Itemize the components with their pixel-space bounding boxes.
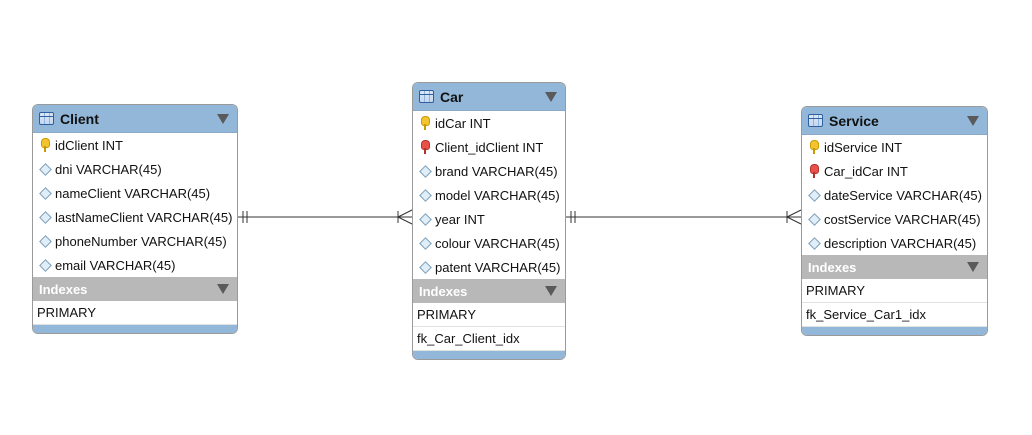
crowfoot-bottom [786, 216, 802, 225]
primary-key-icon [808, 140, 820, 154]
table-icon [419, 90, 434, 103]
column-diamond-icon [419, 164, 431, 178]
collapse-caret-icon[interactable] [217, 284, 229, 294]
column-label: brand VARCHAR(45) [435, 163, 558, 179]
column-label: model VARCHAR(45) [435, 187, 560, 203]
primary-key-icon [419, 116, 431, 130]
column-diamond-icon [419, 212, 431, 226]
column-row[interactable]: Car_idCar INT [802, 159, 987, 183]
column-diamond-icon [419, 188, 431, 202]
foreign-key-icon [419, 140, 431, 154]
column-label: phoneNumber VARCHAR(45) [55, 233, 227, 249]
column-label: idClient INT [55, 137, 123, 153]
column-row[interactable]: dni VARCHAR(45) [33, 157, 237, 181]
entity-footer [33, 325, 237, 333]
table-icon [808, 114, 823, 127]
column-label: Car_idCar INT [824, 163, 908, 179]
entity-client[interactable]: Client idClient INT dni VARCHAR(45) name… [32, 104, 238, 334]
column-label: email VARCHAR(45) [55, 257, 176, 273]
indexes-label: Indexes [39, 281, 88, 297]
column-row[interactable]: patent VARCHAR(45) [413, 255, 565, 279]
index-row[interactable]: PRIMARY [413, 303, 565, 327]
column-label: year INT [435, 211, 485, 227]
crowfoot-top [397, 209, 413, 218]
column-row[interactable]: idCar INT [413, 111, 565, 135]
column-row[interactable]: nameClient VARCHAR(45) [33, 181, 237, 205]
column-row[interactable]: model VARCHAR(45) [413, 183, 565, 207]
column-label: Client_idClient INT [435, 139, 544, 155]
column-label: lastNameClient VARCHAR(45) [55, 209, 233, 225]
crowfoot-bottom [397, 216, 413, 225]
column-label: idCar INT [435, 115, 491, 131]
entity-car[interactable]: Car idCar INT Client_idClient INT brand … [412, 82, 566, 360]
collapse-caret-icon[interactable] [967, 262, 979, 272]
collapse-caret-icon[interactable] [545, 286, 557, 296]
entity-header[interactable]: Car [413, 83, 565, 111]
column-label: dateService VARCHAR(45) [824, 187, 982, 203]
entity-footer [802, 327, 987, 335]
column-row[interactable]: colour VARCHAR(45) [413, 231, 565, 255]
column-row[interactable]: Client_idClient INT [413, 135, 565, 159]
column-diamond-icon [808, 188, 820, 202]
index-row[interactable]: fk_Service_Car1_idx [802, 303, 987, 327]
column-diamond-icon [39, 186, 51, 200]
column-row[interactable]: phoneNumber VARCHAR(45) [33, 229, 237, 253]
indexes-label: Indexes [419, 283, 468, 299]
column-row[interactable]: dateService VARCHAR(45) [802, 183, 987, 207]
column-row[interactable]: costService VARCHAR(45) [802, 207, 987, 231]
entity-header[interactable]: Service [802, 107, 987, 135]
collapse-caret-icon[interactable] [967, 115, 979, 126]
column-diamond-icon [808, 236, 820, 250]
relationship-car-service[interactable] [565, 209, 802, 225]
indexes-header[interactable]: Indexes [33, 277, 237, 301]
collapse-caret-icon[interactable] [545, 91, 557, 102]
index-row[interactable]: PRIMARY [33, 301, 237, 325]
column-label: patent VARCHAR(45) [435, 259, 561, 275]
column-row[interactable]: email VARCHAR(45) [33, 253, 237, 277]
column-diamond-icon [808, 212, 820, 226]
collapse-caret-icon[interactable] [217, 113, 229, 124]
column-label: description VARCHAR(45) [824, 235, 977, 251]
column-diamond-icon [39, 210, 51, 224]
entity-service[interactable]: Service idService INT Car_idCar INT date… [801, 106, 988, 336]
column-diamond-icon [39, 234, 51, 248]
entity-footer [413, 351, 565, 359]
column-label: colour VARCHAR(45) [435, 235, 560, 251]
column-diamond-icon [419, 236, 431, 250]
indexes-header[interactable]: Indexes [802, 255, 987, 279]
index-row[interactable]: PRIMARY [802, 279, 987, 303]
relationship-client-car[interactable] [237, 209, 413, 225]
column-row[interactable]: idClient INT [33, 133, 237, 157]
column-label: idService INT [824, 139, 903, 155]
entity-header[interactable]: Client [33, 105, 237, 133]
column-diamond-icon [39, 258, 51, 272]
table-icon [39, 112, 54, 125]
entity-title: Car [440, 88, 464, 105]
column-label: nameClient VARCHAR(45) [55, 185, 211, 201]
foreign-key-icon [808, 164, 820, 178]
column-row[interactable]: lastNameClient VARCHAR(45) [33, 205, 237, 229]
indexes-label: Indexes [808, 259, 857, 275]
column-diamond-icon [419, 260, 431, 274]
column-row[interactable]: year INT [413, 207, 565, 231]
column-diamond-icon [39, 162, 51, 176]
crowfoot-top [786, 209, 802, 218]
column-row[interactable]: brand VARCHAR(45) [413, 159, 565, 183]
index-row[interactable]: fk_Car_Client_idx [413, 327, 565, 351]
column-label: costService VARCHAR(45) [824, 211, 981, 227]
indexes-header[interactable]: Indexes [413, 279, 565, 303]
entity-title: Client [60, 110, 99, 127]
primary-key-icon [39, 138, 51, 152]
entity-title: Service [829, 112, 879, 129]
column-label: dni VARCHAR(45) [55, 161, 162, 177]
column-row[interactable]: description VARCHAR(45) [802, 231, 987, 255]
column-row[interactable]: idService INT [802, 135, 987, 159]
